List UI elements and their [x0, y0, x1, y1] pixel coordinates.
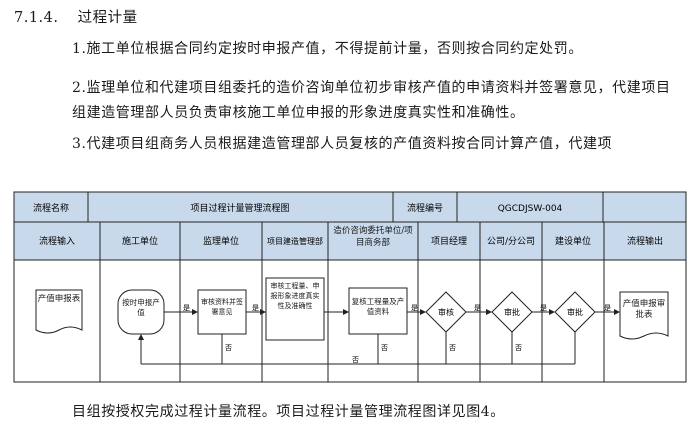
construction-node-label: 审核工程量、申报形象进度真实性及准确性: [270, 282, 320, 310]
input-document-shape: 产值申报表: [35, 289, 83, 334]
lane-construction-dept: 项目建造管理部: [267, 236, 323, 246]
header-band: [13, 191, 687, 223]
process-code-label: 流程编号: [407, 202, 443, 214]
construction-node: 审核工程量、申报形象进度真实性及准确性: [265, 277, 325, 341]
paragraph-4: 目组按授权完成过程计量流程。项目过程计量管理流程图详见图4。: [72, 404, 505, 420]
apply-node-label: 按时申报产值: [122, 298, 160, 317]
process-code-value: QGCDJSW-004: [498, 204, 563, 214]
no-label-5: 否: [352, 356, 359, 364]
flow-arrows: [138, 309, 620, 365]
cost-node: 复核工程量及产值资料: [348, 287, 408, 335]
yes-label-4: 是: [474, 304, 481, 312]
pm-review-label: 审核: [438, 307, 454, 317]
no-label-1: 否: [225, 344, 232, 352]
no-label-4: 否: [515, 344, 522, 352]
supervisor-node: 审核资料并签署意见: [197, 289, 247, 335]
section-title: 过程计量: [77, 10, 138, 26]
paragraph-2: 2.监理单位和代建项目组委托的造价咨询单位初步审核产值的申请资料并签署意见，代建…: [72, 80, 671, 121]
lane-owner: 建设单位: [555, 235, 591, 247]
lane-input: 流程输入: [39, 235, 75, 247]
paragraph-3: 3.代建项目组商务人员根据建造管理部人员复核的产值资料按合同计算产值，代建项: [72, 136, 613, 152]
yes-label-5: 是: [540, 304, 547, 312]
section-heading: 7.1.4. 过程计量: [14, 6, 138, 27]
section-number: 7.1.4.: [14, 10, 59, 26]
output-document-label: 产值申报审批表: [622, 299, 666, 320]
flowchart-header: 流程名称 项目过程计量管理流程图 流程编号 QGCDJSW-004: [13, 191, 687, 223]
lane-project-manager: 项目经理: [431, 235, 467, 247]
lane-supervisor: 监理单位: [203, 235, 239, 247]
yes-label-6: 是: [604, 304, 611, 312]
lane-contractor: 施工单位: [122, 235, 158, 247]
lane-cost-consultant: 造价咨询委托单位/项目商务部: [333, 226, 412, 248]
yes-label-2: 是: [252, 304, 259, 312]
no-label-3: 否: [449, 344, 456, 352]
yes-label-3: 是: [411, 304, 418, 312]
cost-node-label: 复核工程量及产值资料: [351, 297, 405, 316]
apply-node: 按时申报产值: [117, 289, 165, 335]
lane-company: 公司/分公司: [487, 236, 535, 247]
paragraph-1: 1.施工单位根据合同约定按时申报产值，不得提前计量，否则按合同约定处罚。: [72, 41, 583, 57]
owner-review-label: 审批: [567, 307, 583, 317]
company-review-label: 审批: [504, 307, 520, 317]
output-document-shape: 产值申报审批表: [619, 291, 669, 340]
supervisor-node-label: 审核资料并签署意见: [201, 298, 243, 316]
process-name-label: 流程名称: [33, 202, 69, 214]
no-label-2: 否: [381, 344, 388, 352]
process-name-value: 项目过程计量管理流程图: [190, 202, 289, 214]
input-document-label: 产值申报表: [37, 294, 81, 304]
lane-output: 流程输出: [627, 235, 663, 247]
yes-label-1: 是: [183, 304, 190, 312]
